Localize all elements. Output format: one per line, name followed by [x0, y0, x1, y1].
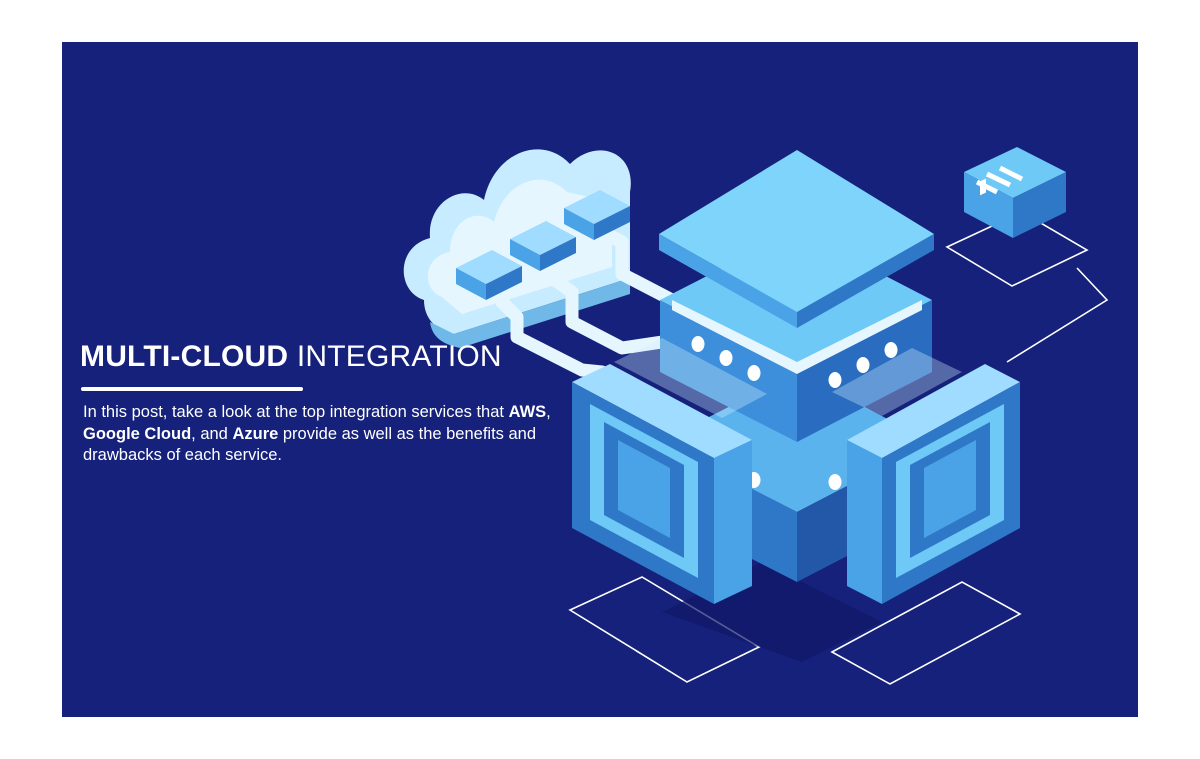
title-regular: INTEGRATION [296, 340, 502, 373]
description-sep2: , and [191, 424, 233, 443]
google-cloud-label: Google Cloud [83, 424, 192, 443]
banner: MULTI-CLOUD INTEGRATION In this post, ta… [62, 42, 1138, 717]
chip-icon [964, 147, 1066, 238]
description-text: In this post, take a look at the top int… [83, 402, 553, 467]
connector-icon [456, 190, 630, 300]
azure-label: Azure [232, 424, 279, 443]
page-title: MULTI-CLOUD INTEGRATION [80, 340, 502, 374]
cloud-server-illustration [403, 147, 1109, 685]
server-status-lights [691, 336, 898, 490]
description-part1: In this post, take a look at the top int… [83, 403, 509, 421]
title-bold: MULTI-CLOUD [80, 340, 289, 373]
description-sep1: , [546, 403, 551, 421]
description-part2: provide as well as the benefits and draw… [83, 424, 537, 465]
panel-icon [832, 348, 1020, 604]
title-underline [81, 387, 303, 391]
panel-icon [572, 338, 767, 604]
aws-label: AWS [508, 403, 547, 421]
